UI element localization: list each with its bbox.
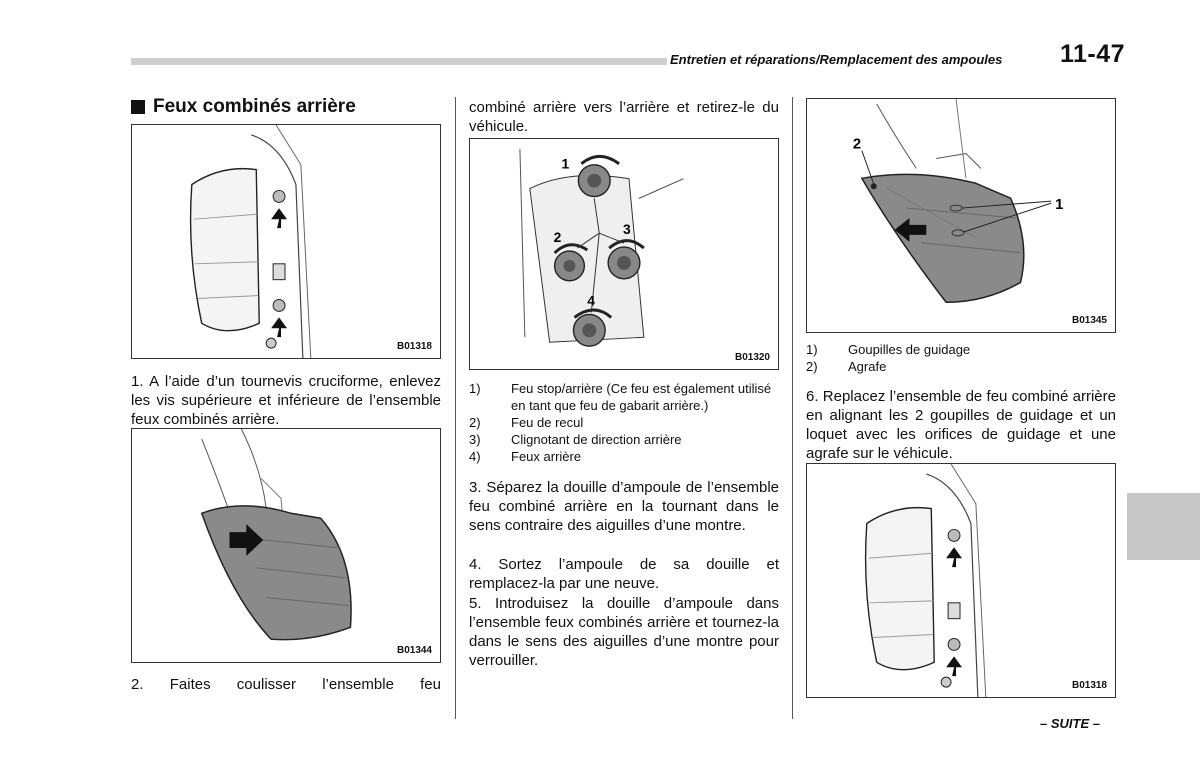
legend-item: 2) Feu de recul — [469, 414, 781, 431]
legend-number: 2) — [806, 359, 818, 374]
callout-1: 1 — [1055, 197, 1063, 213]
legend-number: 3) — [469, 432, 481, 447]
page-number: 11-47 — [1060, 40, 1126, 68]
step-2-text-start: 2. Faites coulisser l’ensemble feu — [131, 676, 441, 693]
chapter-tab — [1127, 493, 1200, 560]
legend-text: Clignotant de direction arrière — [511, 432, 682, 447]
legend-item: 2) Agrafe — [806, 358, 1118, 375]
guide-pins-illustration: 2 1 — [853, 99, 1063, 303]
running-header: Entretien et réparations/Remplacement de… — [670, 52, 1003, 67]
figure-code: B01318 — [1071, 680, 1107, 691]
column-divider-1 — [455, 97, 456, 719]
step-3-text: 3. Séparez la douille d’ampoule de l’ens… — [469, 479, 779, 534]
tail-lamp-slide-illustration — [200, 429, 352, 641]
legend-text: Goupilles de guidage — [848, 342, 971, 357]
legend-item: 1) Goupilles de guidage — [806, 341, 1118, 358]
continued-marker: – SUITE – — [1040, 716, 1100, 731]
bulb-sockets-illustration: 1 2 3 4 — [519, 148, 684, 347]
figure-guide-pins: 2 1 B01345 — [806, 98, 1116, 333]
legend-text: Feux arrière — [511, 449, 582, 464]
legend-number: 4) — [469, 449, 481, 464]
legend-number: 1) — [806, 342, 818, 357]
tail-lamp-screws-illustration — [189, 125, 312, 358]
legend-number: 2) — [469, 415, 481, 430]
callout-4: 4 — [587, 293, 595, 309]
section-title-text: Feux combinés arrière — [153, 96, 356, 117]
bulb-legend: 1) Feu stop/arrière (Ce feu est égalemen… — [469, 380, 781, 465]
legend-item: 1) Feu stop/arrière (Ce feu est égalemen… — [469, 380, 781, 414]
callout-2: 2 — [554, 229, 562, 245]
step-5-text: 5. Introduisez la douille d’ampoule dans… — [469, 595, 779, 669]
figure-code: B01344 — [396, 645, 432, 656]
figure-slide-lamp: B01344 — [131, 428, 441, 663]
legend-item: 3) Clignotant de direction arrière — [469, 431, 781, 448]
step-2-text-continued: combiné arrière vers l’arrière et retire… — [469, 99, 779, 135]
square-bullet-icon — [131, 100, 145, 114]
callout-1: 1 — [562, 156, 570, 172]
figure-remove-screws: B01318 — [131, 124, 441, 359]
section-title: Feux combinés arrière — [131, 96, 356, 118]
figure-code: B01345 — [1071, 315, 1107, 326]
column-divider-2 — [792, 97, 793, 719]
header-rule — [131, 58, 667, 65]
figure-code: B01318 — [396, 341, 432, 352]
tail-lamp-reinstall-illustration — [864, 464, 987, 697]
legend-text: Feu stop/arrière (Ce feu est également u… — [511, 381, 772, 413]
callout-2: 2 — [853, 137, 861, 153]
figure-bulb-sockets: 1 2 3 4 B01320 — [469, 138, 779, 370]
step-6-text: 6. Replacez l’ensemble de feu combiné ar… — [806, 388, 1116, 462]
pins-legend: 1) Goupilles de guidage 2) Agrafe — [806, 341, 1118, 375]
legend-item: 4) Feux arrière — [469, 448, 781, 465]
legend-text: Feu de recul — [511, 415, 584, 430]
figure-reinstall: B01318 — [806, 463, 1116, 698]
step-1-text: 1. A l’aide d’un tournevis cruciforme, e… — [131, 373, 441, 428]
figure-code: B01320 — [734, 352, 770, 363]
callout-3: 3 — [623, 221, 631, 237]
legend-text: Agrafe — [848, 359, 887, 374]
legend-number: 1) — [469, 381, 481, 396]
step-4-text: 4. Sortez l’ampoule de sa douille et rem… — [469, 556, 779, 592]
